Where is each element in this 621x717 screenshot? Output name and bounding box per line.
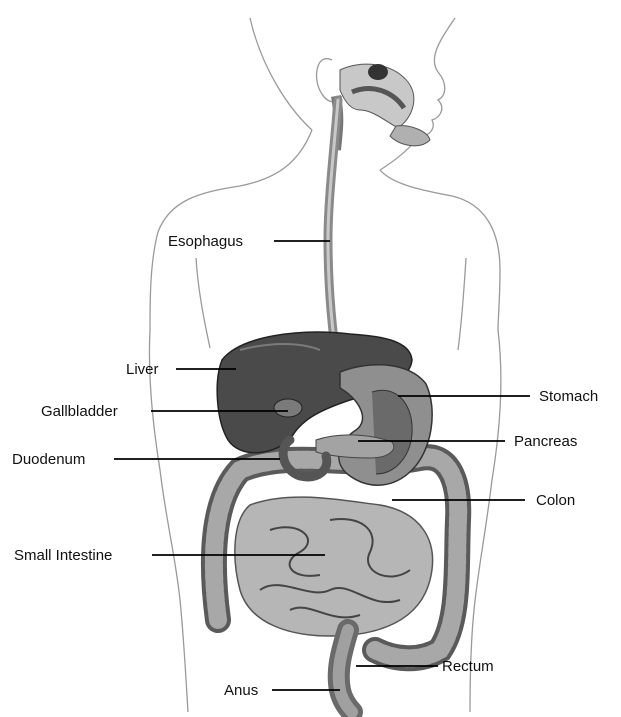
label-liver: Liver bbox=[126, 361, 159, 378]
label-colon: Colon bbox=[536, 492, 575, 509]
label-small-intestine: Small Intestine bbox=[14, 547, 112, 564]
label-pancreas: Pancreas bbox=[514, 433, 577, 450]
gallbladder-organ bbox=[274, 399, 302, 417]
label-gallbladder: Gallbladder bbox=[41, 403, 118, 420]
mouth-region bbox=[336, 64, 430, 150]
label-stomach: Stomach bbox=[539, 388, 598, 405]
small-intestine-organ bbox=[235, 497, 433, 636]
label-duodenum: Duodenum bbox=[12, 451, 85, 468]
label-rectum: Rectum bbox=[442, 658, 494, 675]
label-anus: Anus bbox=[224, 682, 258, 699]
label-esophagus: Esophagus bbox=[168, 233, 243, 250]
